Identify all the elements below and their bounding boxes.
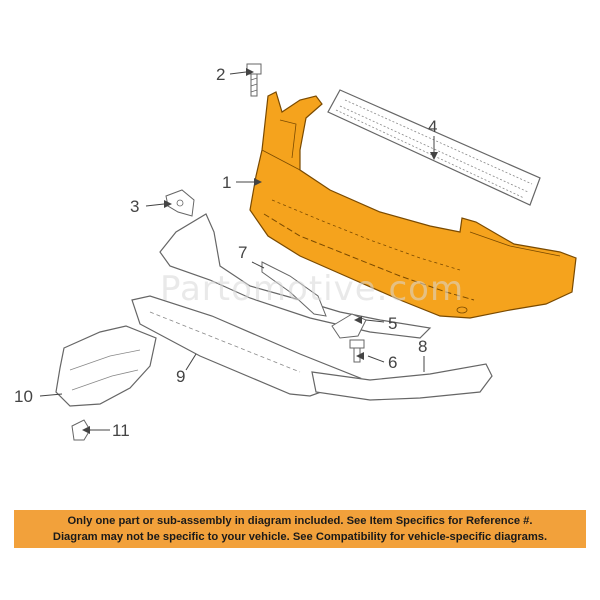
part-7-trim bbox=[159, 213, 432, 339]
callout-10: 10 bbox=[14, 387, 33, 406]
part-1-bumper-cover bbox=[249, 91, 577, 319]
callout-3: 3 bbox=[130, 197, 139, 216]
leader-lines bbox=[39, 71, 435, 431]
callout-11: 11 bbox=[112, 421, 130, 440]
callout-6: 6 bbox=[388, 353, 397, 372]
callout-1: 1 bbox=[222, 173, 231, 192]
part-10-shield bbox=[55, 325, 157, 407]
disclaimer-line-2: Diagram may not be specific to your vehi… bbox=[52, 531, 548, 543]
leader-arrowheads bbox=[82, 68, 438, 434]
callout-2: 2 bbox=[216, 65, 225, 84]
callout-5: 5 bbox=[388, 314, 397, 333]
callout-8: 8 bbox=[418, 337, 427, 356]
disclaimer-line-1: Only one part or sub-assembly in diagram… bbox=[67, 515, 533, 527]
part-2-bolt bbox=[246, 63, 262, 97]
part-8-lower-cover bbox=[311, 363, 493, 401]
watermark: Partomotive.com bbox=[160, 269, 464, 309]
callout-7: 7 bbox=[238, 243, 247, 262]
part-3-bracket bbox=[165, 189, 195, 217]
disclaimer-banner: Only one part or sub-assembly in diagram… bbox=[14, 510, 586, 548]
callout-9: 9 bbox=[176, 367, 185, 386]
part-11-clip bbox=[71, 419, 91, 441]
callout-4: 4 bbox=[428, 117, 437, 136]
